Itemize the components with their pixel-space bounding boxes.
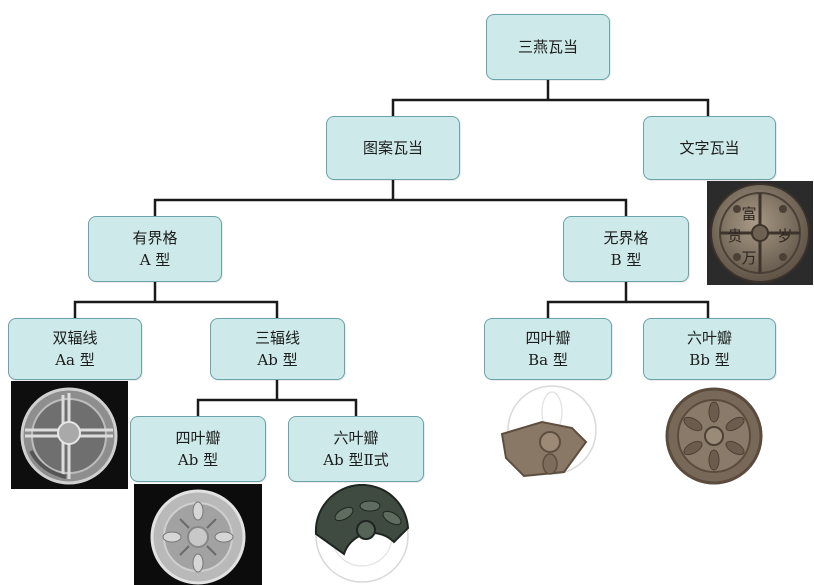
node-label: 四叶瓣 <box>175 429 221 447</box>
node-label: 四叶瓣 <box>525 329 571 347</box>
node-root: 三燕瓦当 <box>486 14 610 80</box>
tile-photo-ab-four-petal <box>134 484 262 585</box>
node-type: B 型 <box>610 251 642 269</box>
node-type: Bb 型 <box>689 351 730 369</box>
node-pattern: 图案瓦当 <box>326 116 460 180</box>
node-label: 文字瓦当 <box>679 139 740 157</box>
node-type: A 型 <box>139 251 171 269</box>
node-type: Ba 型 <box>528 351 568 369</box>
inscription-char: 贵 <box>727 227 742 245</box>
node-label: 双辐线 <box>52 329 98 347</box>
node-label: 无界格 <box>603 229 649 247</box>
tile-photo-ba <box>494 382 607 480</box>
inscription-char: 岁 <box>777 227 792 245</box>
node-nogrid-b: 无界格 B 型 <box>563 216 689 282</box>
node-label: 三燕瓦当 <box>517 38 578 56</box>
tile-photo-inscription: 富 贵 万 岁 <box>707 181 813 285</box>
node-label: 六叶瓣 <box>686 329 732 347</box>
node-label: 六叶瓣 <box>333 429 379 447</box>
node-label: 有界格 <box>132 229 178 247</box>
node-label: 图案瓦当 <box>362 139 423 157</box>
inscription-char: 富 <box>741 205 756 223</box>
node-grid-a: 有界格 A 型 <box>88 216 222 282</box>
node-type: Ab 型 <box>177 451 219 469</box>
node-ab-four-petal: 四叶瓣 Ab 型 <box>130 416 266 482</box>
node-ab: 三辐线 Ab 型 <box>210 318 345 380</box>
node-text: 文字瓦当 <box>643 116 776 180</box>
node-type: Ab 型 <box>257 351 298 369</box>
tile-photo-bb <box>660 384 768 488</box>
node-ba: 四叶瓣 Ba 型 <box>484 318 612 380</box>
node-ab-six-petal: 六叶瓣 Ab 型Ⅱ式 <box>288 416 424 482</box>
node-bb: 六叶瓣 Bb 型 <box>643 318 776 380</box>
node-label: 三辐线 <box>254 329 300 347</box>
tile-photo-aa <box>11 381 128 489</box>
node-type: Ab 型Ⅱ式 <box>323 451 389 469</box>
tile-photo-ab-six-petal <box>304 484 416 585</box>
node-aa: 双辐线 Aa 型 <box>8 318 142 380</box>
node-type: Aa 型 <box>55 351 95 369</box>
inscription-char: 万 <box>741 249 756 267</box>
